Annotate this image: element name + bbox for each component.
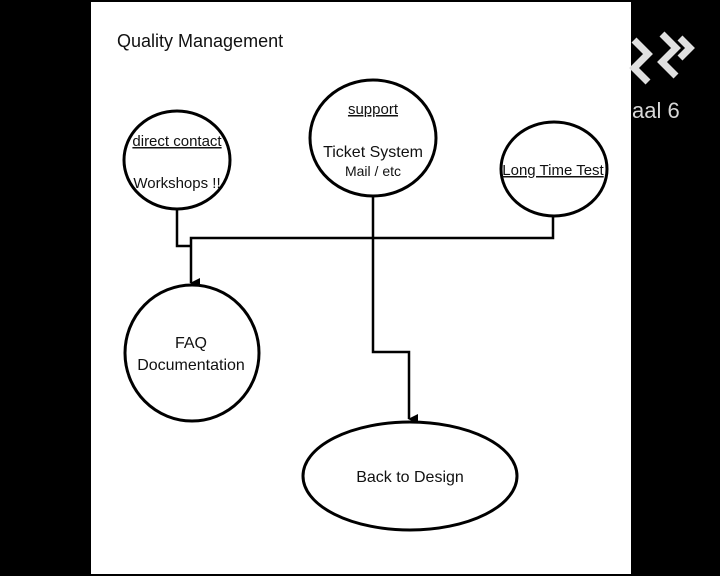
long-time-test-heading: Long Time Test — [502, 162, 604, 179]
faq-line-1: FAQ — [175, 335, 207, 352]
faq-line-2: Documentation — [137, 357, 245, 374]
channel-label: aal 6 — [632, 98, 680, 123]
slide: Quality Management direct contact Worksh… — [91, 2, 631, 574]
node-long-time-test — [499, 120, 609, 218]
direct-contact-heading: direct contact — [132, 133, 222, 150]
diagram-title: Quality Management — [117, 31, 283, 51]
connector-support-to-design — [371, 196, 418, 424]
support-line-1: Ticket System — [323, 144, 423, 161]
node-support — [308, 78, 438, 198]
support-line-2: Mail / etc — [345, 163, 401, 179]
channel-logo-icon — [629, 31, 695, 85]
node-faq — [123, 283, 261, 423]
direct-contact-body: Workshops !! — [133, 175, 220, 192]
support-heading: support — [348, 101, 399, 118]
node-direct-contact — [122, 109, 232, 211]
connector-direct-contact — [175, 208, 191, 248]
node-back-to-design — [301, 420, 519, 532]
flow-diagram: Quality Management direct contact Worksh… — [117, 31, 609, 532]
back-to-design-label: Back to Design — [356, 469, 464, 486]
